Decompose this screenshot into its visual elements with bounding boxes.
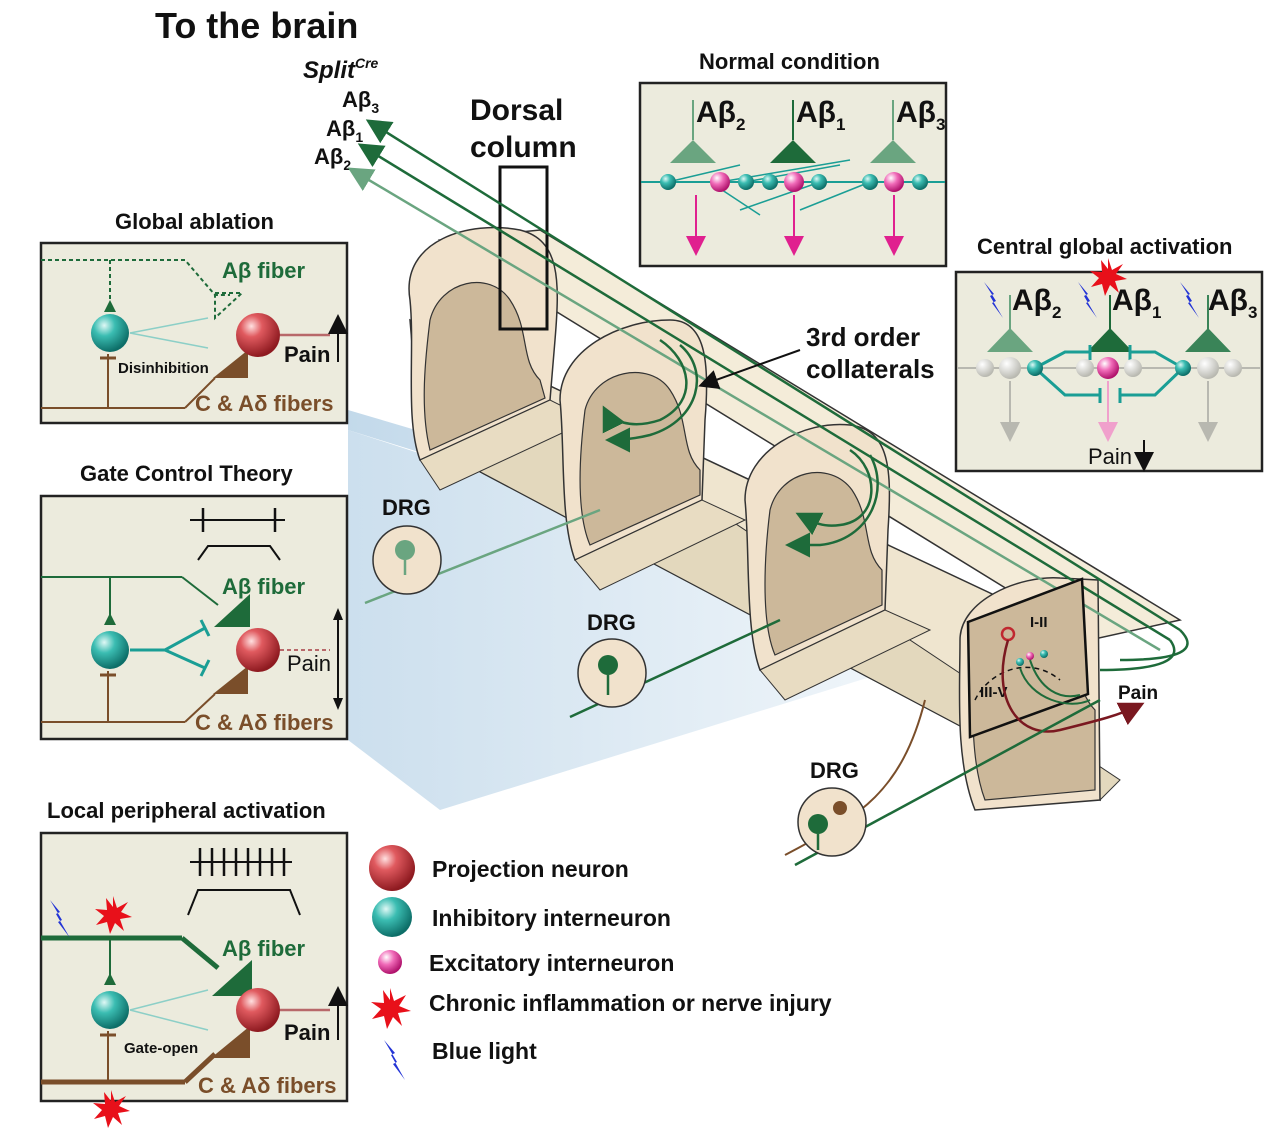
excitatory-neuron-small (1026, 652, 1034, 660)
normal-fiber-ab2: Aβ2 (696, 96, 745, 134)
inhibitory-neuron-small-2 (1040, 650, 1048, 658)
central-inflammation-star (1090, 258, 1127, 296)
legend-label-inflammation: Chronic inflammation or nerve injury (429, 990, 832, 1016)
ascending-fibers (347, 119, 1189, 672)
central-fiber-ab3: Aβ3 (1208, 284, 1257, 322)
central-blue-light-1 (984, 282, 1003, 318)
global-ablation-ab-fiber: Aβ fiber (222, 258, 306, 283)
legend-label-inhibitory: Inhibitory interneuron (432, 905, 671, 931)
gate-control-panel: Aβ fiber Pain C & Aδ fibers (39, 494, 349, 741)
inflammation-star-icon (371, 988, 411, 1029)
dorsal-column-label-line1: Dorsal (470, 94, 563, 127)
global-ablation-panel: Aβ fiber Pain Disinhibition C & Aδ fiber… (39, 241, 349, 425)
cord-section-1 (408, 226, 592, 491)
normal-title: Normal condition (699, 49, 880, 74)
central-global-pain: Pain (1088, 444, 1132, 469)
main-title: To the brain (155, 5, 358, 46)
drg-1-label: DRG (382, 495, 431, 520)
legend-label-projection: Projection neuron (432, 856, 629, 882)
gate-control-pain: Pain (287, 651, 331, 676)
inhibitory-interneuron-icon (372, 897, 412, 937)
legend: Projection neuron Inhibitory interneuron… (369, 845, 832, 1080)
projection-neuron-icon (369, 845, 415, 891)
central-global-title: Central global activation (977, 234, 1233, 259)
third-order-label-line1: 3rd order (806, 322, 920, 352)
global-ablation-title: Global ablation (115, 209, 274, 234)
drg-3-label: DRG (810, 758, 859, 783)
third-order-pointer (698, 349, 801, 390)
cord-section-3 (744, 423, 932, 701)
split-cre-label: SplitCre (303, 55, 379, 84)
local-peripheral-ab-fiber: Aβ fiber (222, 936, 306, 961)
normal-panel: Aβ2 Aβ1 Aβ3 (638, 81, 948, 268)
local-peripheral-c-fibers: C & Aδ fibers (198, 1073, 336, 1098)
drg-2-label: DRG (587, 610, 636, 635)
gate-control-title: Gate Control Theory (80, 461, 293, 486)
fiber-label-ab3: Aβ3 (342, 87, 379, 116)
blue-light-icon (384, 1040, 405, 1080)
drg-1: DRG (364, 495, 601, 605)
lamina-upper-label: I-II (1030, 614, 1048, 631)
excitatory-interneuron-icon (378, 950, 402, 974)
lamina-lower-label: III-V (980, 684, 1008, 701)
third-order-collaterals (602, 338, 879, 558)
local-inflammation-star-2 (93, 1090, 130, 1128)
cord-section-2 (559, 319, 747, 591)
central-blue-light-2 (1078, 282, 1097, 318)
third-order-label-line2: collaterals (806, 354, 935, 384)
fiber-label-ab2: Aβ2 (314, 144, 351, 173)
front-section-window: I-II III-V (966, 577, 1145, 739)
dorsal-column-label-line2: column (470, 131, 577, 164)
legend-label-excitatory: Excitatory interneuron (429, 950, 674, 976)
local-inflammation-star-1 (95, 896, 132, 934)
normal-fiber-ab3: Aβ3 (896, 96, 945, 134)
normal-fiber-ab1: Aβ1 (796, 96, 845, 134)
local-blue-light-icon (50, 900, 70, 938)
central-global-panel: Aβ2 Aβ1 Aβ3 Pain (954, 258, 1264, 473)
local-peripheral-panel: Aβ fiber Pain Gate-open C & Aδ fibers (39, 831, 349, 1128)
central-blue-light-3 (1180, 282, 1199, 318)
cord-pain-label: Pain (1118, 683, 1158, 704)
drg-2: DRG (569, 610, 781, 719)
local-peripheral-pain: Pain (284, 1020, 330, 1045)
drg-3: DRG (784, 698, 1101, 867)
split-cre-main: Split (303, 57, 356, 84)
global-ablation-pain: Pain (284, 342, 330, 367)
global-ablation-note: Disinhibition (118, 360, 209, 377)
central-fiber-ab1: Aβ1 (1112, 284, 1161, 322)
dorsal-column-box (498, 165, 549, 331)
global-ablation-c-fibers: C & Aδ fibers (195, 391, 333, 416)
gate-control-c-fibers: C & Aδ fibers (195, 710, 333, 735)
light-beam-lower (348, 430, 990, 810)
inhibitory-neuron-small-1 (1016, 658, 1024, 666)
local-peripheral-title: Local peripheral activation (47, 798, 326, 823)
legend-label-blue-light: Blue light (432, 1038, 537, 1064)
gate-control-ab-fiber: Aβ fiber (222, 574, 306, 599)
central-fiber-ab2: Aβ2 (1012, 284, 1061, 322)
fiber-label-ab1: Aβ1 (326, 116, 363, 145)
split-cre-sup: Cre (355, 55, 379, 71)
local-peripheral-note: Gate-open (124, 1040, 198, 1057)
